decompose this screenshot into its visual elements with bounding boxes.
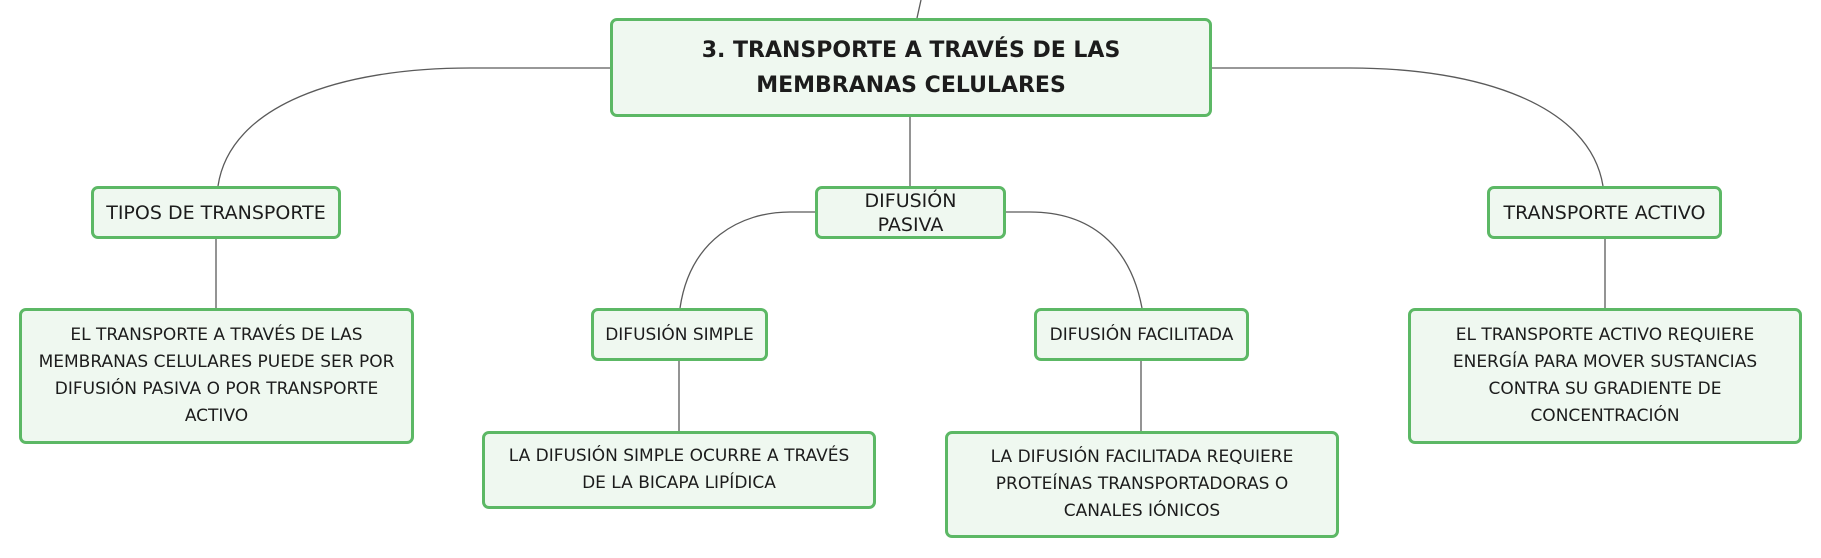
topic-tipos-description-label: EL TRANSPORTE A TRAVÉS DE LAS MEMBRANAS … bbox=[38, 325, 395, 426]
topic-tipos-de-transporte[interactable]: TIPOS DE TRANSPORTE bbox=[91, 186, 341, 239]
root-topic[interactable]: 3. TRANSPORTE A TRAVÉS DE LAS MEMBRANAS … bbox=[610, 18, 1212, 117]
connector-root-tipos bbox=[217, 67, 610, 187]
root-topic-label: 3. TRANSPORTE A TRAVÉS DE LAS MEMBRANAS … bbox=[701, 37, 1121, 98]
topic-difusion-pasiva[interactable]: DIFUSIÓN PASIVA bbox=[815, 186, 1006, 239]
topic-difusion-simple[interactable]: DIFUSIÓN SIMPLE bbox=[591, 308, 768, 361]
topic-difusion-facilitada[interactable]: DIFUSIÓN FACILITADA bbox=[1034, 308, 1249, 361]
connector-root-activo bbox=[1212, 67, 1604, 187]
topic-simple-label: DIFUSIÓN SIMPLE bbox=[605, 324, 754, 345]
connector-pasiva-facilitada bbox=[1006, 211, 1143, 309]
topic-tipos-label: TIPOS DE TRANSPORTE bbox=[106, 201, 326, 224]
connector-parent-root bbox=[916, 0, 922, 19]
connector-pasiva-simple bbox=[679, 211, 815, 309]
topic-activo-description[interactable]: EL TRANSPORTE ACTIVO REQUIERE ENERGÍA PA… bbox=[1408, 308, 1802, 444]
topic-activo-label: TRANSPORTE ACTIVO bbox=[1503, 201, 1706, 224]
topic-facilitada-description-label: LA DIFUSIÓN FACILITADA REQUIERE PROTEÍNA… bbox=[990, 447, 1294, 521]
topic-facilitada-description[interactable]: LA DIFUSIÓN FACILITADA REQUIERE PROTEÍNA… bbox=[945, 431, 1339, 538]
topic-simple-description-label: LA DIFUSIÓN SIMPLE OCURRE A TRAVÉS DE LA… bbox=[508, 446, 850, 493]
topic-transporte-activo[interactable]: TRANSPORTE ACTIVO bbox=[1487, 186, 1722, 239]
topic-activo-description-label: EL TRANSPORTE ACTIVO REQUIERE ENERGÍA PA… bbox=[1452, 325, 1758, 426]
topic-pasiva-label: DIFUSIÓN PASIVA bbox=[864, 189, 957, 236]
topic-tipos-description[interactable]: EL TRANSPORTE A TRAVÉS DE LAS MEMBRANAS … bbox=[19, 308, 414, 444]
topic-simple-description[interactable]: LA DIFUSIÓN SIMPLE OCURRE A TRAVÉS DE LA… bbox=[482, 431, 876, 509]
topic-facilitada-label: DIFUSIÓN FACILITADA bbox=[1049, 324, 1234, 345]
